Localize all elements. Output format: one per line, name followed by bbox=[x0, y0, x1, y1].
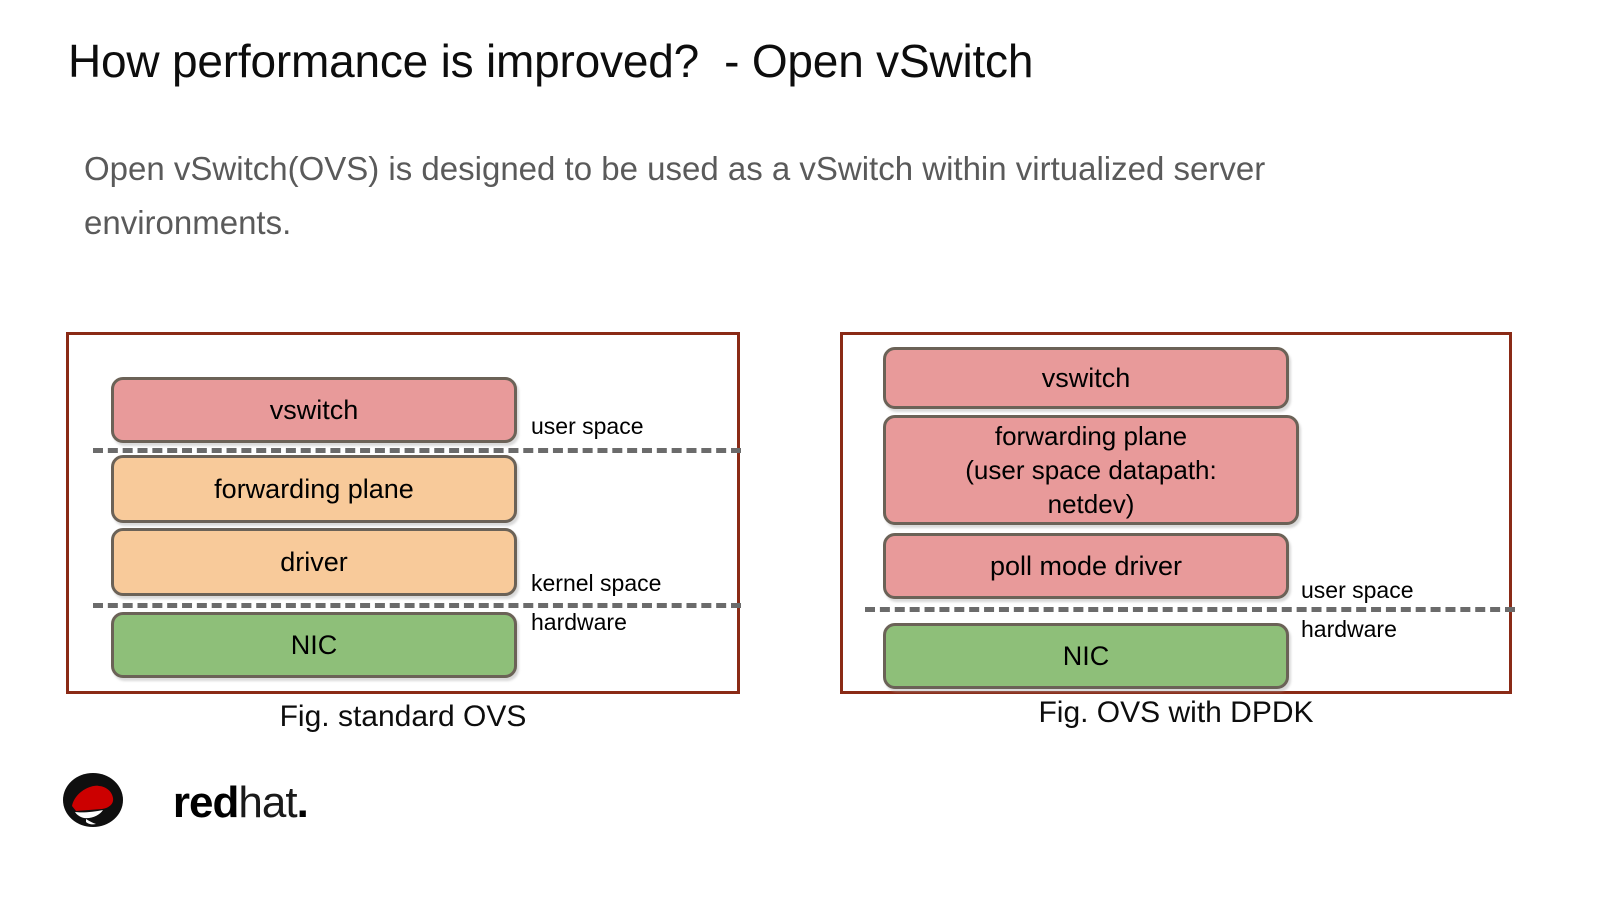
redhat-shadowman-icon bbox=[62, 772, 124, 835]
wordmark-red: red bbox=[172, 778, 239, 827]
redhat-logo: redhat. bbox=[62, 772, 309, 835]
label-hardware: hardware bbox=[531, 609, 627, 635]
layer-stack-standard-ovs: vswitch forwarding plane driver NIC user… bbox=[69, 335, 741, 691]
label-user-space: user space bbox=[531, 413, 644, 439]
redhat-wordmark: redhat. bbox=[128, 737, 309, 869]
layer-stack-ovs-with-dpdk: vswitch forwarding plane (user space dat… bbox=[843, 335, 1515, 691]
layer-box-poll-mode-driver: poll mode driver bbox=[883, 533, 1289, 599]
boundary-user-hardware-divider bbox=[865, 607, 1515, 612]
layer-box-nic: NIC bbox=[883, 623, 1289, 689]
boundary-kernel-hardware-divider bbox=[93, 603, 741, 608]
wordmark-dot: . bbox=[296, 778, 309, 827]
layer-box-forwarding-plane: forwarding plane (user space datapath: n… bbox=[883, 415, 1299, 525]
slide-subtitle: Open vSwitch(OVS) is designed to be used… bbox=[84, 150, 1266, 241]
figure-caption-standard-ovs: Fig. standard OVS bbox=[279, 700, 527, 733]
layer-box-forwarding-plane: forwarding plane bbox=[111, 455, 517, 523]
label-user-space: user space bbox=[1301, 577, 1414, 603]
page-title: How performance is improved? - Open vSwi… bbox=[68, 35, 1034, 87]
layer-box-nic: NIC bbox=[111, 612, 517, 678]
label-kernel-space: kernel space bbox=[531, 570, 662, 596]
layer-box-driver: driver bbox=[111, 528, 517, 596]
boundary-user-kernel-divider bbox=[93, 448, 741, 453]
figure-standard-ovs: vswitch forwarding plane driver NIC user… bbox=[66, 332, 741, 694]
figure-caption-ovs-with-dpdk: Fig. OVS with DPDK bbox=[1038, 696, 1314, 729]
wordmark-hat: hat bbox=[238, 778, 297, 827]
layer-box-vswitch: vswitch bbox=[111, 377, 517, 443]
figure-ovs-with-dpdk: vswitch forwarding plane (user space dat… bbox=[840, 332, 1515, 694]
layer-box-vswitch: vswitch bbox=[883, 347, 1289, 409]
label-hardware: hardware bbox=[1301, 616, 1397, 642]
